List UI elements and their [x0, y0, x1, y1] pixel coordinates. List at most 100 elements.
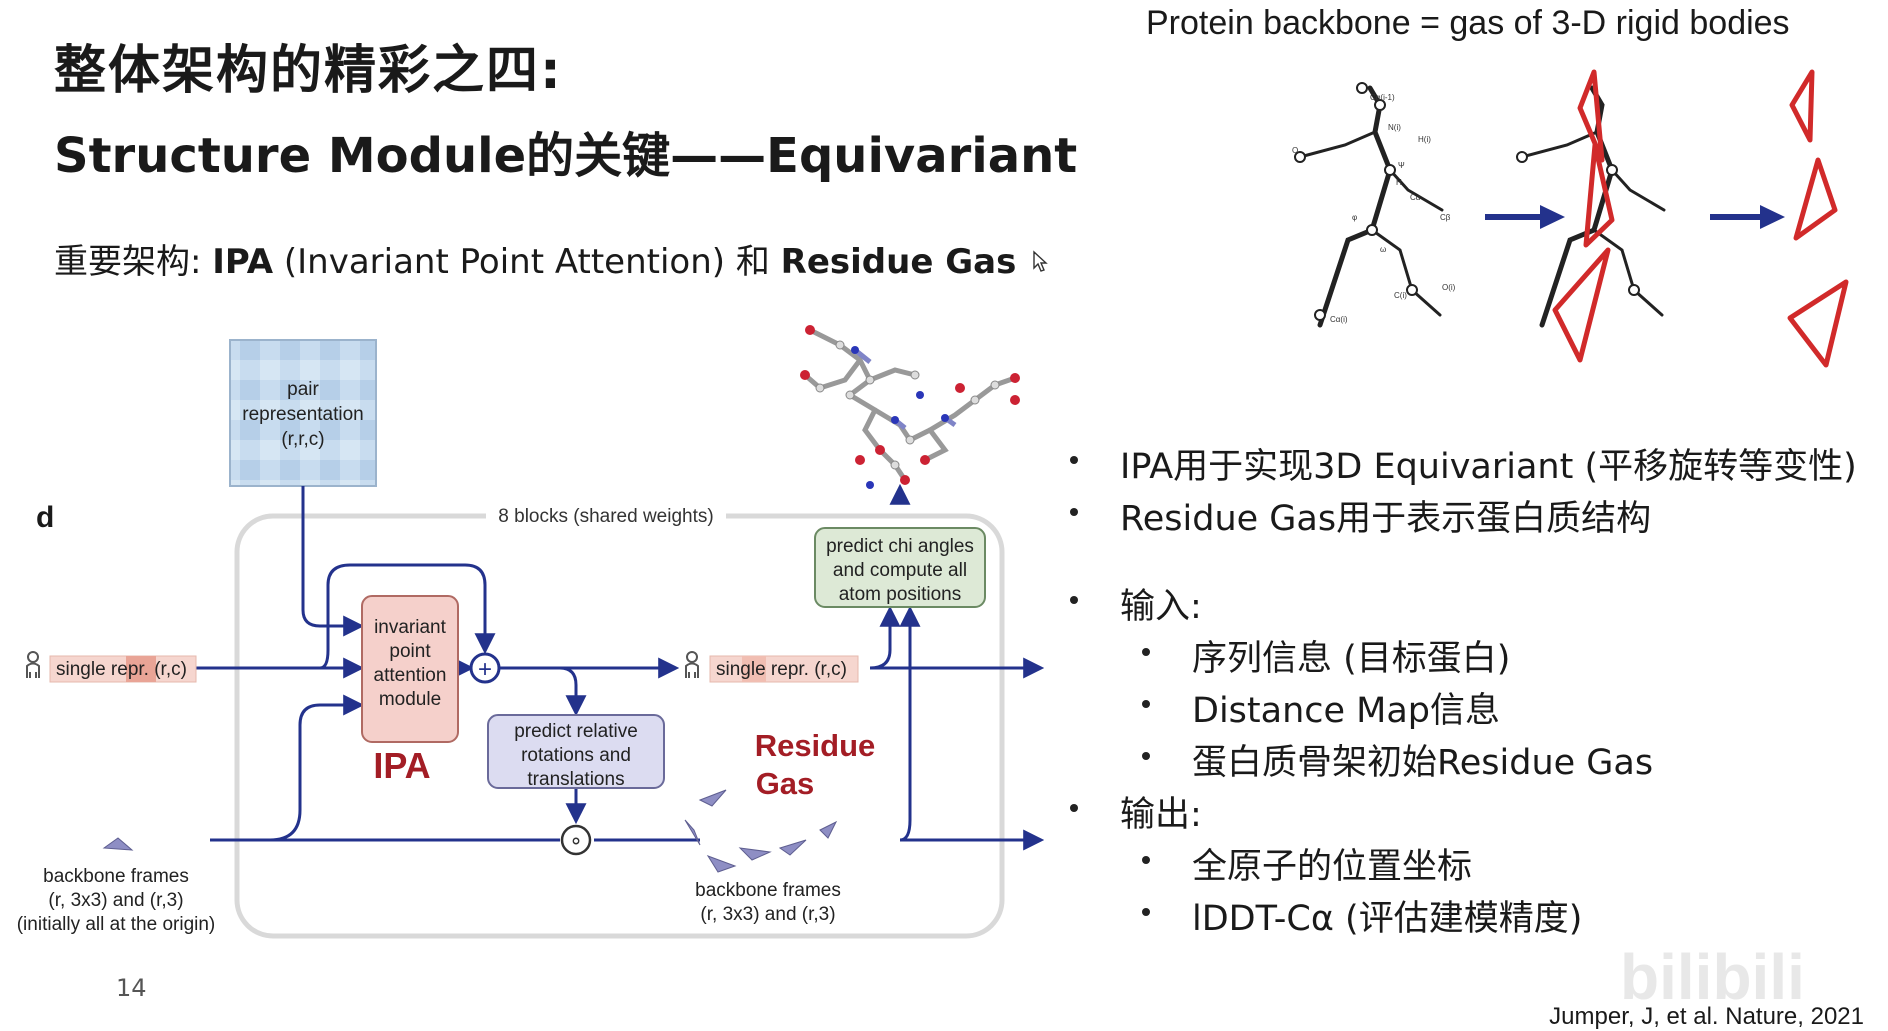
- arrow-right-icon: [1485, 205, 1565, 229]
- pair-to-ipa-arrow: [301, 486, 365, 637]
- bullet-dot-icon: [1142, 752, 1150, 760]
- backbone-rigid-bodies-figure: Cα(i-1) N(i) H(i) O Ψ H Cα Cβ φ ω C(i) O…: [1292, 69, 1849, 368]
- bullet-text: Distance Map信息: [1192, 691, 1501, 731]
- ipa-module-box: [361, 595, 459, 743]
- pair-repr-line3: (r,r,c): [281, 429, 324, 450]
- bullet-text: 输出:: [1120, 795, 1202, 835]
- backbone-in-line1: backbone frames: [43, 866, 189, 887]
- atom-labels-1: Cα(i-1) N(i) H(i) O Ψ H Cα Cβ φ ω C(i) O…: [1292, 93, 1456, 324]
- svg-text:H: H: [1396, 178, 1402, 187]
- page-number: 14: [116, 974, 147, 1002]
- subtitle-prefix: 重要架构:: [54, 242, 202, 282]
- pair-representation-box: [229, 339, 377, 487]
- structure-module-diagram: d 8 blocks (shared weights) pair represe…: [17, 325, 1045, 939]
- ipa-module-line4: module: [379, 689, 441, 710]
- rigid-body-triangles: [1787, 69, 1849, 368]
- residue-gas-line2: Gas: [756, 766, 815, 801]
- person-icon: [685, 651, 699, 678]
- svg-text:Ψ: Ψ: [1398, 161, 1405, 170]
- predict-rel-line1: predict relative: [514, 721, 638, 742]
- ipa-module-line2: point: [389, 641, 431, 662]
- single-repr-in-bar: [49, 655, 197, 683]
- panel-label: d: [36, 501, 54, 534]
- bullet-dot-icon: [1070, 596, 1078, 604]
- predict-rel-line2: rotations and: [521, 745, 631, 766]
- subtitle-residue-gas: Residue Gas: [780, 242, 1017, 282]
- blocks-label-mask: [486, 500, 726, 530]
- bullet-text: 蛋白质骨架初始Residue Gas: [1192, 743, 1654, 783]
- watermark-logo: bilibili: [1620, 941, 1805, 1013]
- backbone-in-line3: (initially all at the origin): [17, 914, 216, 935]
- predict-chi-line3: atom positions: [839, 584, 962, 605]
- compose-node: [560, 824, 592, 856]
- predict-rel-line3: translations: [527, 769, 624, 790]
- svg-text:N(i): N(i): [1388, 123, 1401, 132]
- bullet-text: 输入:: [1120, 587, 1202, 627]
- predict-relative-box: [487, 714, 665, 789]
- svg-text:Cα: Cα: [1410, 193, 1421, 202]
- residue-gas-line1: Residue: [755, 728, 876, 763]
- bullet-dot-icon: [1142, 648, 1150, 656]
- svg-text:ω: ω: [1380, 245, 1386, 254]
- subtitle-middle: (Invariant Point Attention) 和: [283, 242, 770, 282]
- pair-repr-line1: pair: [287, 379, 319, 400]
- mouse-cursor-icon: [1033, 250, 1048, 272]
- bullet-dot-icon: [1070, 508, 1078, 516]
- predict-chi-line1: predict chi angles: [826, 536, 974, 557]
- single-repr-in-highlight: [126, 656, 156, 682]
- bullet-dot-icon: [1142, 908, 1150, 916]
- person-icon: [26, 651, 40, 678]
- backbone-stick-model-2: [1516, 85, 1666, 328]
- pair-repr-line2: representation: [242, 404, 363, 425]
- svg-text:H(i): H(i): [1418, 135, 1431, 144]
- all-atom-molecule: [800, 325, 1020, 489]
- citation: Jumper, J, et al. Nature, 2021: [1549, 1003, 1864, 1030]
- single-repr-out-bar: [709, 655, 859, 683]
- bullet-text: 全原子的位置坐标: [1192, 847, 1473, 887]
- bullet-text: Residue Gas用于表示蛋白质结构: [1120, 499, 1652, 539]
- ipa-module-line1: invariant: [374, 617, 447, 638]
- frames-out-to-chi-arrow: [899, 605, 921, 842]
- arrow-right-icon: [1710, 205, 1785, 229]
- to-predict-rel-arrow: [559, 666, 587, 717]
- residual-skip-arrow: [319, 563, 496, 670]
- backbone-in-line2: (r, 3x3) and (r,3): [48, 890, 183, 911]
- slide-title: 整体架构的精彩之四:: [54, 41, 563, 101]
- red-frame-triangles-overlay: [1552, 69, 1615, 363]
- single-repr-out-label: single repr. (r,c): [716, 659, 847, 680]
- compose-symbol: ∘: [569, 828, 583, 853]
- bullet-dot-icon: [1142, 856, 1150, 864]
- single-repr-in-label: single repr. (r,c): [56, 659, 187, 680]
- blocks-label: 8 blocks (shared weights): [498, 506, 713, 527]
- slide-subtitle: Structure Module的关键——Equivariant: [54, 128, 1078, 184]
- subtitle-ipa: IPA: [212, 242, 274, 282]
- backbone-out-line1: backbone frames: [695, 880, 841, 901]
- reference-title: Protein backbone = gas of 3-D rigid bodi…: [1146, 4, 1790, 42]
- svg-text:Cβ: Cβ: [1440, 213, 1451, 222]
- plus-symbol: +: [478, 656, 492, 683]
- bullet-text: IPA用于实现3D Equivariant (平移旋转等变性): [1120, 447, 1857, 487]
- key-architecture-line: 重要架构: IPA (Invariant Point Attention) 和 …: [54, 234, 1016, 283]
- backbone-frame-shards: [102, 789, 838, 873]
- svg-text:Cα(i): Cα(i): [1330, 315, 1348, 324]
- bullet-dot-icon: [1070, 804, 1078, 812]
- single-out-to-chi-arrow: [869, 605, 901, 670]
- single-repr-out-highlight: [742, 656, 766, 682]
- ipa-module-line3: attention: [374, 665, 447, 686]
- bullet-text: 序列信息 (目标蛋白): [1192, 639, 1511, 679]
- plus-node: [469, 652, 501, 684]
- svg-text:C(i): C(i): [1394, 291, 1407, 300]
- svg-text:O(i): O(i): [1442, 283, 1456, 292]
- ipa-label: IPA: [373, 745, 430, 786]
- bullet-dot-icon: [1142, 700, 1150, 708]
- bullet-dot-icon: [1070, 456, 1078, 464]
- backbone-stick-model-1: [1294, 82, 1444, 328]
- backbone-out-line2: (r, 3x3) and (r,3): [700, 904, 835, 925]
- predict-chi-box: [814, 527, 986, 608]
- svg-text:φ: φ: [1352, 213, 1357, 222]
- bullet-text: lDDT-Cα (评估建模精度): [1192, 899, 1583, 939]
- svg-text:O: O: [1292, 146, 1298, 155]
- svg-text:Cα(i-1): Cα(i-1): [1370, 93, 1395, 102]
- predict-chi-line2: and compute all: [833, 560, 967, 581]
- frames-to-ipa-arrow: [210, 694, 365, 842]
